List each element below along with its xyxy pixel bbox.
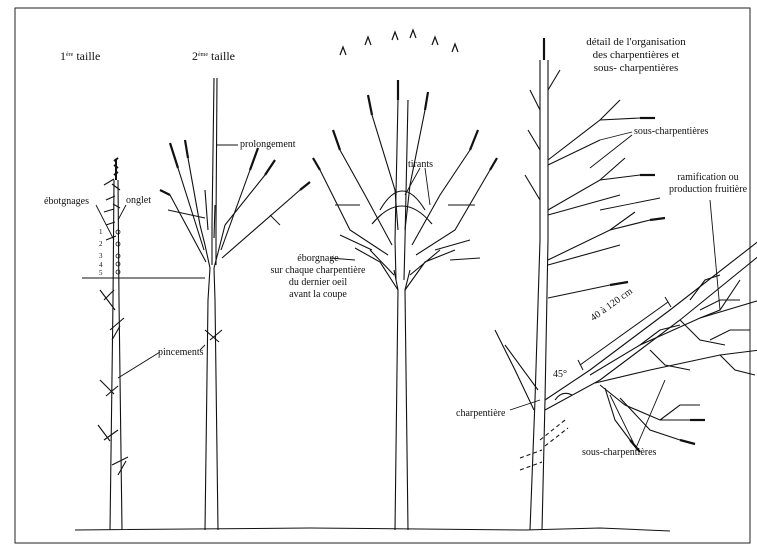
- label-eborgnage: éborgnage sur chaque charpentière du der…: [258, 253, 378, 301]
- label-ramification: ramification ou production fruitière: [652, 172, 757, 196]
- measure-bracket: [578, 297, 671, 370]
- label-tirants: tirants: [408, 158, 433, 171]
- floating-tips: [340, 30, 458, 55]
- label-sous-charpentieres-bottom: sous-charpentières: [582, 446, 656, 459]
- stage-first-title: 1ère taille: [60, 50, 100, 63]
- label-sous-charpentieres-top: sous-charpentières: [634, 125, 708, 138]
- label-eborgnages: ébotgnages: [44, 195, 89, 208]
- ground-line: [75, 528, 670, 531]
- label-angle: 45°: [553, 368, 567, 381]
- stage-second-title: 2ème taille: [192, 50, 235, 63]
- label-pincements: pincements: [158, 346, 204, 359]
- detail-title: détail de l'organisation des charpentièr…: [556, 36, 716, 75]
- bud-number-5: 5: [99, 267, 103, 280]
- tree-third-tirants: [320, 100, 490, 530]
- label-onglet: onglet: [126, 194, 151, 207]
- label-charpentiere: charpentière: [456, 407, 505, 420]
- label-prolongement: prolongement: [240, 138, 296, 151]
